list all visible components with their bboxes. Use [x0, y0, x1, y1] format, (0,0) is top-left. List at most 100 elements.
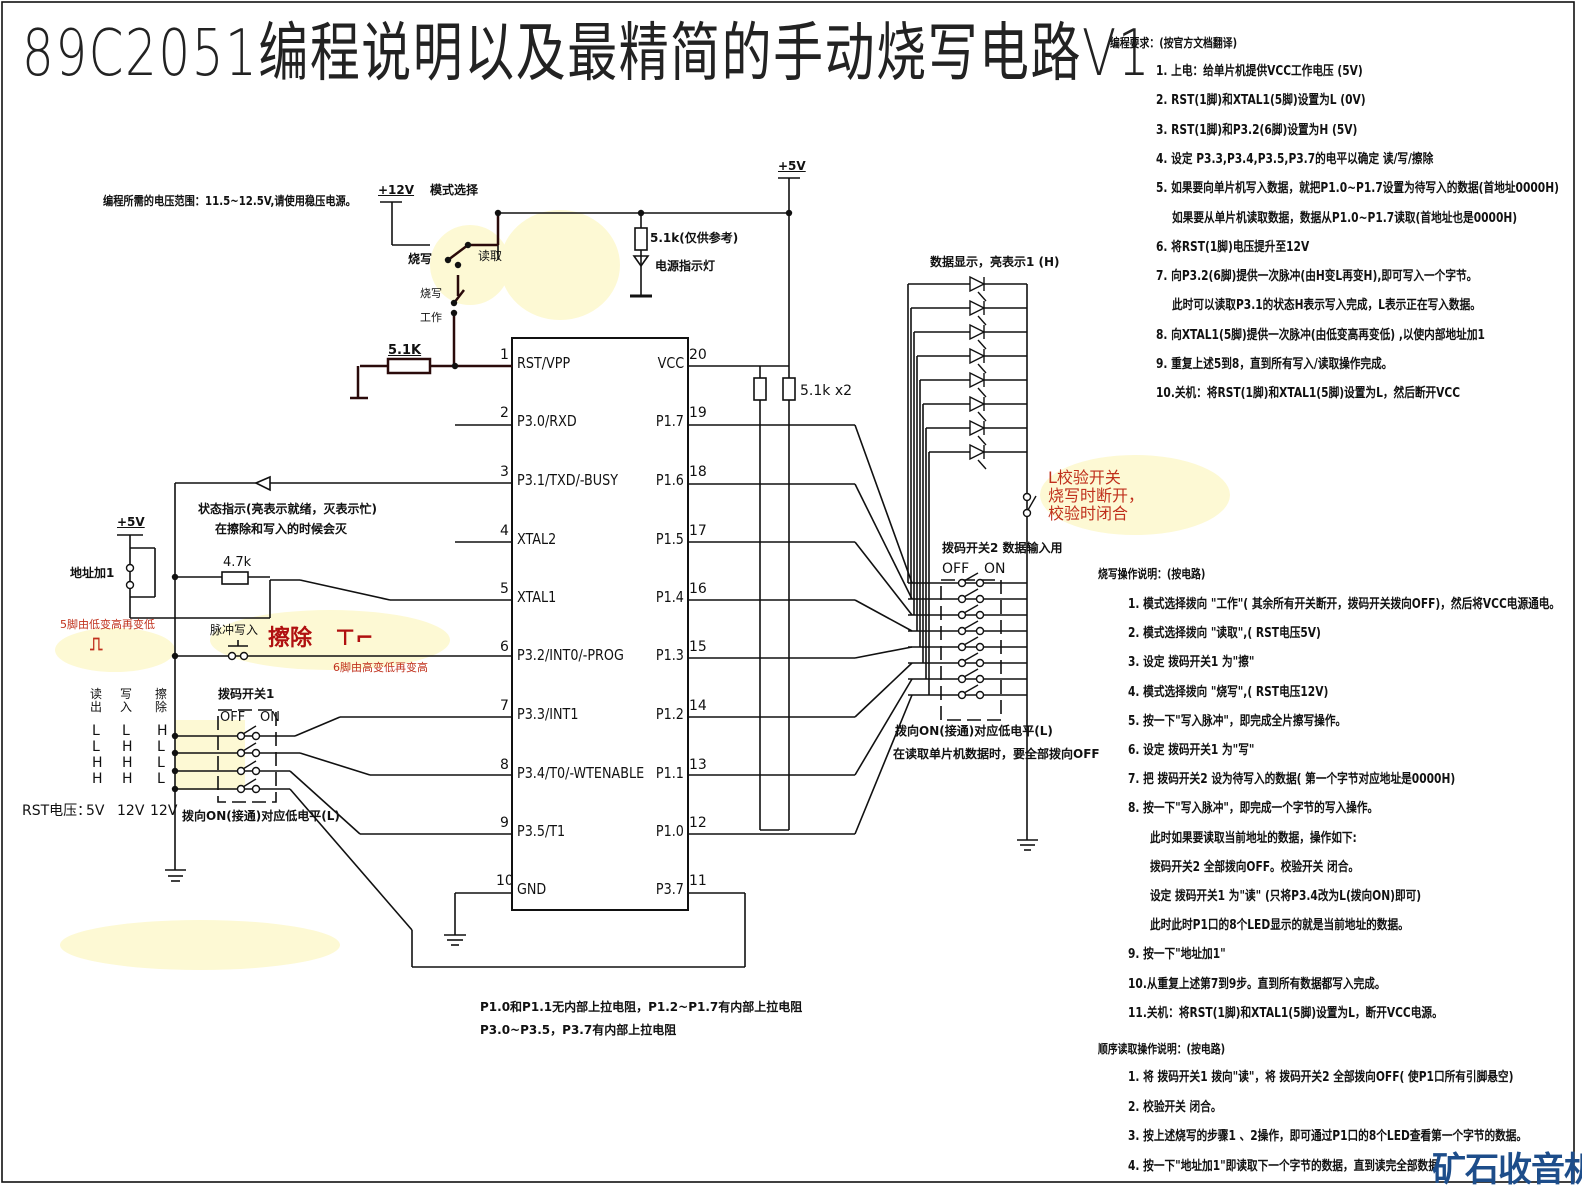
burn-ops-title: 烧写操作说明：(按电路) [1098, 567, 1206, 581]
page-title: 89C2051编程说明以及最精简的手动烧写电路V1 [22, 17, 1152, 91]
dip2-contact [957, 690, 967, 700]
pin-label-left: XTAL2 [517, 530, 557, 548]
burn_ops-item: 11.关机：将RST(1脚)和XTAL1(5脚)设置为L，断开VCC电源。 [1128, 1005, 1443, 1021]
requirements-item: 10.关机：将RST(1脚)和XTAL1(5脚)设置为L，然后断开VCC [1156, 386, 1461, 402]
pin5-note: 5脚由低变高再变低 [60, 618, 155, 631]
pin-number: 13 [689, 757, 707, 773]
dip2-off-label: OFF [942, 561, 970, 577]
dip1-contact [236, 731, 246, 741]
dip2-contact [975, 642, 985, 652]
pin-number: 5 [500, 581, 509, 597]
junction-dot [450, 299, 458, 307]
dip2-switch-lever[interactable] [963, 668, 979, 678]
pulse-write-button[interactable]: 脉冲写入 [210, 623, 259, 637]
junction-dot [171, 749, 179, 757]
dip2-switch-lever[interactable] [963, 684, 979, 694]
requirements-item: 3. RST(1脚)和P3.2(6脚)设置为H (5V) [1156, 122, 1358, 138]
dip1-contact [236, 766, 246, 776]
watermark-logo: 矿石收音机 [1432, 1150, 1582, 1190]
mode-table-cell: H [92, 755, 103, 771]
dip1-switch-lever[interactable] [242, 760, 257, 770]
dip1-off-label: OFF [220, 710, 246, 725]
led-display-label: 数据显示，亮表示1 (H) [930, 255, 1060, 269]
dip1-switch-lever[interactable] [242, 778, 257, 788]
pin-label-right: VCC [657, 354, 684, 372]
pullup-resistor-label: 5.1k x2 [800, 383, 853, 399]
dip2-contact [975, 610, 985, 620]
power-led-symbol [632, 255, 650, 268]
dip1-contact [251, 748, 261, 758]
burn_ops-item: 4. 模式选择拨向 "烧写",( RST电压12V) [1128, 684, 1329, 700]
junction-dot [171, 732, 179, 740]
requirements-title: 编程要求：(按官方文档翻译) [1110, 36, 1238, 50]
data-led-icon [969, 347, 986, 365]
verify-note-line: L校验开关 [1048, 468, 1121, 487]
dip2-contact [975, 578, 985, 588]
mode-table-cell: L [92, 739, 100, 755]
button-contact [125, 580, 135, 590]
requirements-item: 此时可以读取P3.1的状态H表示写入完成，L表示正在写入数据。 [1172, 298, 1481, 314]
dip2-switch-lever[interactable] [963, 652, 979, 662]
burn_ops-item: 此时如果要读取当前地址的数据，操作如下: [1150, 830, 1357, 846]
dip2-contact [957, 626, 967, 636]
rst-voltage-erase: 12V [150, 803, 178, 819]
pullup-note-2: P3.0~P3.5，P3.7有内部上拉电阻 [480, 1023, 677, 1037]
mode-table-cell: H [122, 771, 133, 787]
dip2-switch-lever[interactable] [963, 588, 979, 598]
verify-note-line: 烧写时断开， [1048, 486, 1145, 505]
mode-table-cell: L [122, 723, 130, 739]
dip1-contact [251, 766, 261, 776]
pin-number: 1 [500, 347, 509, 363]
requirements-item: 7. 向P3.2(6脚)提供一次脉冲(由H变L再变H),即可写入一个字节。 [1156, 269, 1478, 285]
pin-number: 4 [500, 523, 509, 539]
pin-number: 3 [500, 464, 509, 480]
dip2-switch-lever[interactable] [963, 604, 979, 614]
dip2-contact [957, 674, 967, 684]
pin-number: 17 [689, 523, 707, 539]
dip1-switch-lever[interactable] [242, 725, 257, 735]
dip1-contact [251, 731, 261, 741]
pin-number: 11 [689, 873, 707, 889]
dip2-on-label: ON [984, 561, 1006, 577]
mode-table-header: 写入 [120, 687, 133, 714]
requirements-item: 5. 如果要向单片机写入数据，就把P1.0~P1.7设置为待写入的数据(首地址0… [1156, 181, 1560, 197]
dip2-contact [975, 690, 985, 700]
dip1-title: 拨码开关1 [218, 687, 275, 701]
dip1-contact [236, 784, 246, 794]
verify-switch-lever[interactable] [1027, 495, 1037, 511]
dip2-contact [975, 594, 985, 604]
dip2-switch-lever[interactable] [963, 572, 979, 582]
junction-dot [171, 767, 179, 775]
rst-voltage-read: 5V [86, 803, 105, 819]
pin-label-right: P1.4 [656, 588, 684, 606]
data-led-icon [969, 299, 986, 317]
mode-table-header: 读出 [90, 687, 103, 714]
pin-label-right: P1.7 [656, 412, 684, 430]
addr-button[interactable]: 地址加1 [70, 566, 115, 580]
burn_ops-item: 2. 模式选择拨向 "读取",( RST电压5V) [1128, 626, 1321, 642]
dip2-note-2: 在读取单片机数据时，要全部拨向OFF [893, 747, 1100, 761]
dip2-switch-lever[interactable] [963, 636, 979, 646]
power-led-label: 电源指示灯 [655, 259, 716, 273]
pin-number: 7 [500, 698, 509, 714]
addr-resistor [221, 571, 249, 585]
plus12v-label: +12V [378, 183, 415, 197]
chip-body [511, 337, 689, 911]
dip1-contact [236, 748, 246, 758]
power-led-resistor-label: 5.1k(仅供参考) [650, 231, 739, 245]
junction-dot [451, 362, 459, 370]
mode-table-cell: L [92, 723, 100, 739]
read_ops-item: 2. 校验开关 闭合。 [1128, 1099, 1222, 1115]
burn_ops-item: 拨码开关2 全部拨向OFF。校验开关 闭合。 [1150, 859, 1360, 875]
pin-number: 8 [500, 757, 509, 773]
dip1-switch-lever[interactable] [242, 742, 257, 752]
dip2-note-1: 拨向ON(接通)对应低电平(L) [895, 724, 1053, 738]
requirements-item: 2. RST(1脚)和XTAL1(5脚)设置为L (0V) [1156, 93, 1366, 109]
data-led-icon [969, 395, 986, 413]
dip2-switch-lever[interactable] [963, 620, 979, 630]
burn-position-label: 烧写 [408, 252, 433, 266]
rst-resistor-label: 5.1K [388, 343, 422, 358]
